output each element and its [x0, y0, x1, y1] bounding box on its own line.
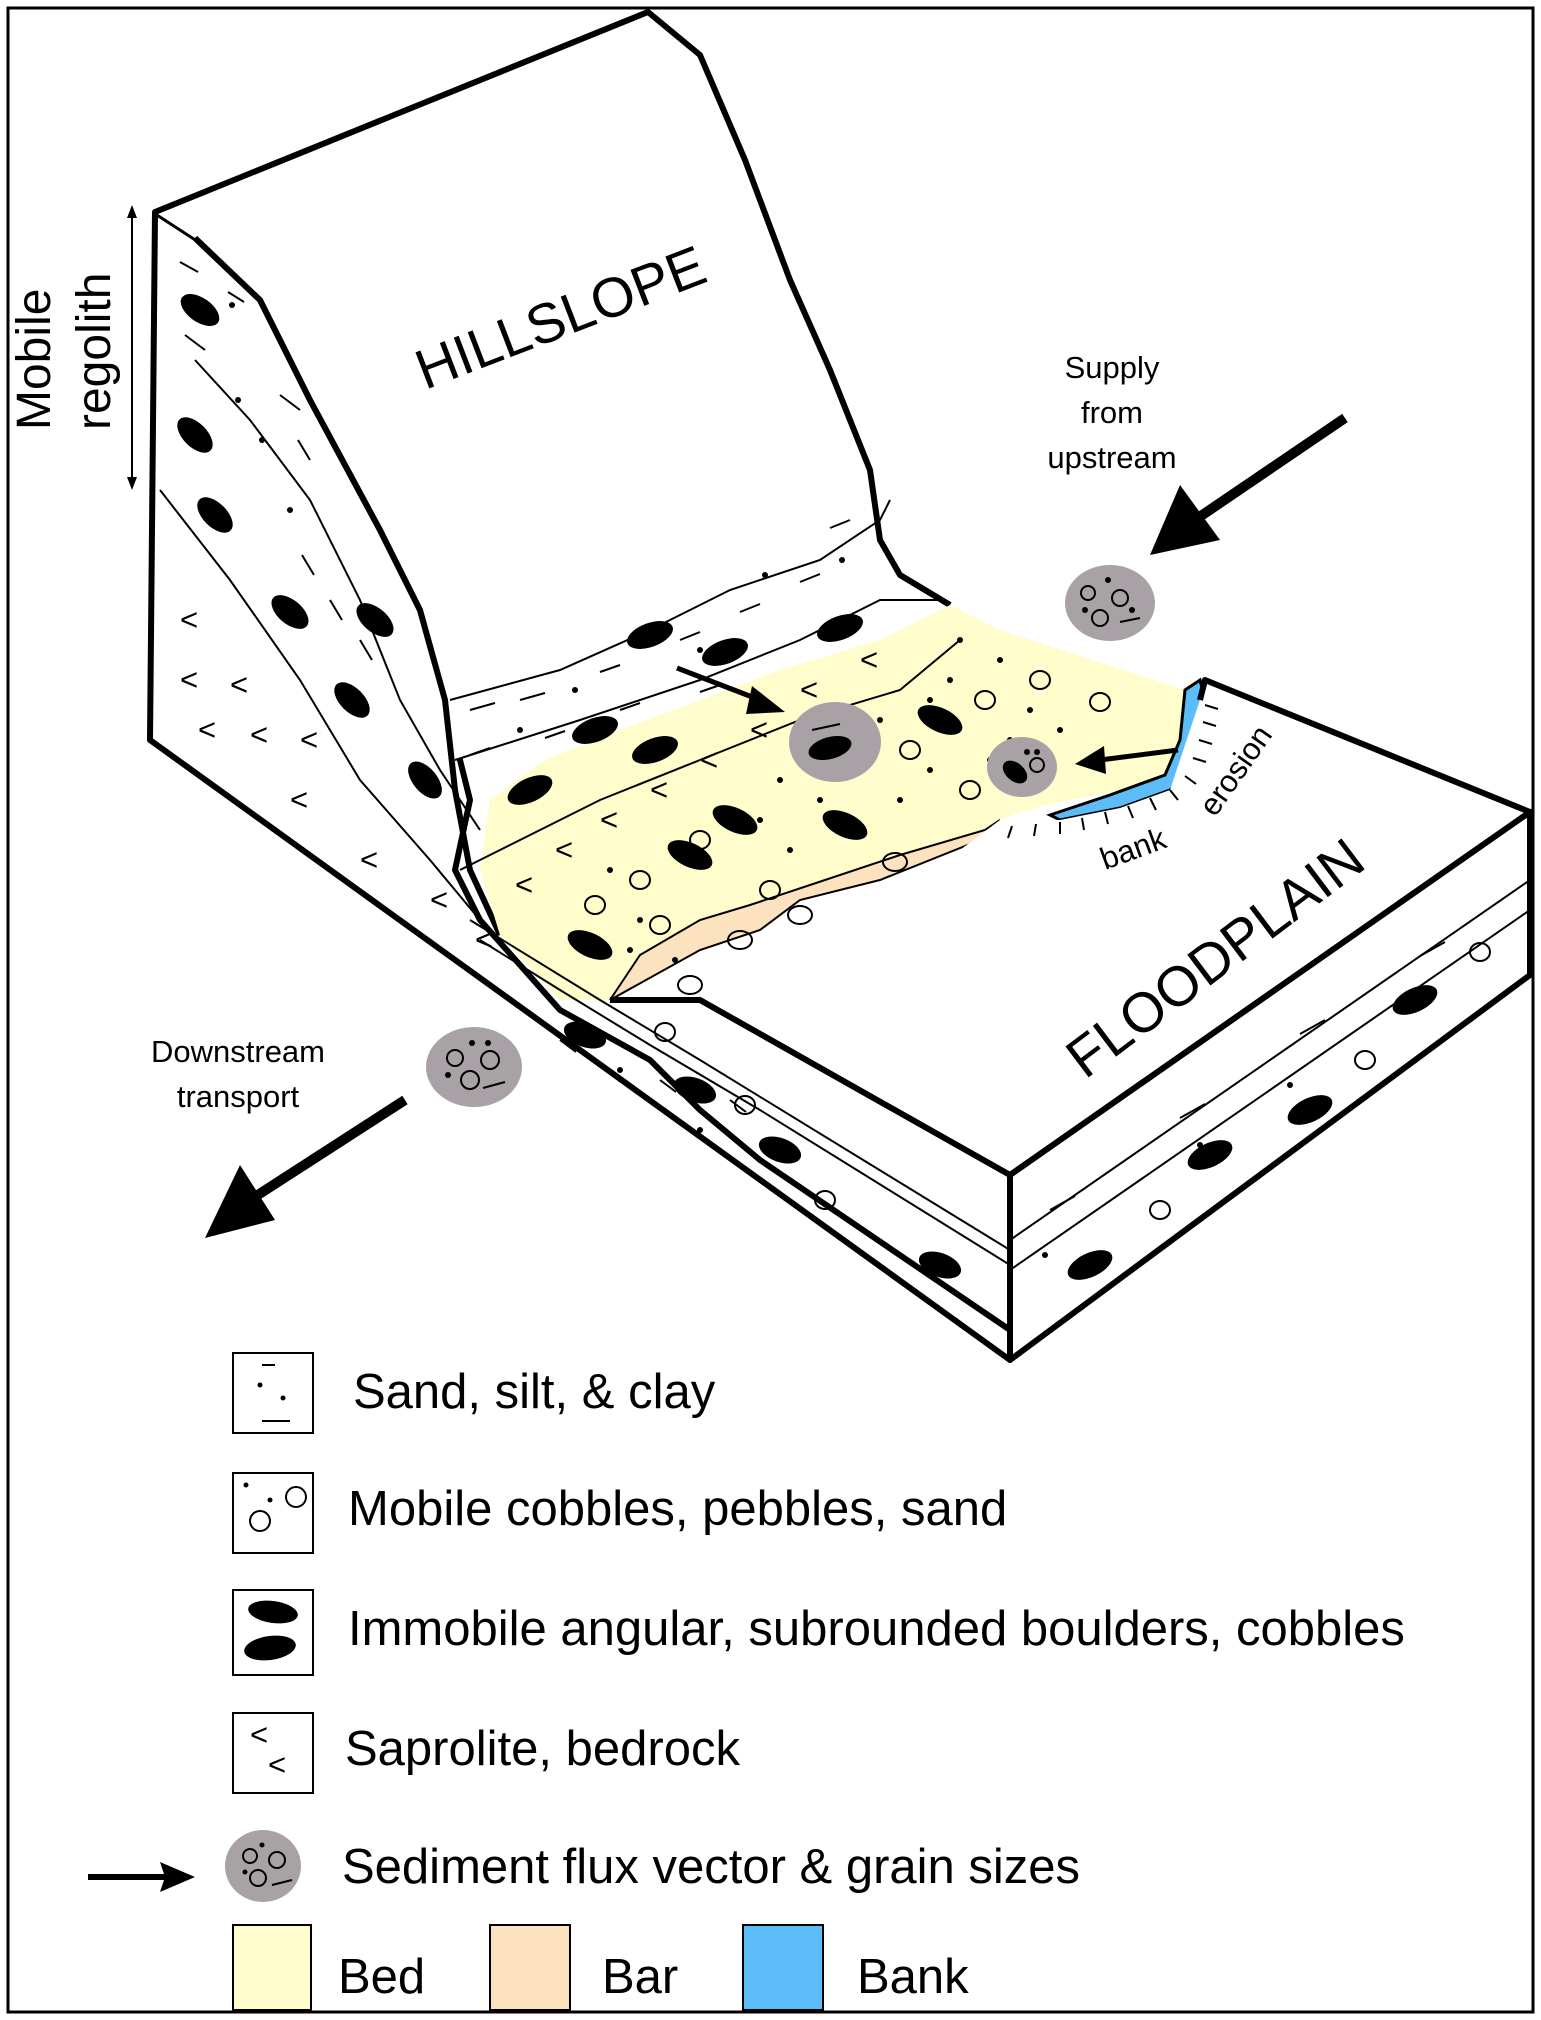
legend-label-bar: Bar	[602, 1950, 678, 2004]
svg-text:<: <	[800, 672, 818, 707]
legend-item-bed: Bed	[232, 1924, 425, 2011]
fine-sediment-dots	[229, 302, 1403, 1258]
hillslope-ridge-outline	[153, 9, 952, 608]
legend-item-bank: Bank	[742, 1924, 969, 2011]
fine-sediment-texture	[179, 261, 1446, 1211]
legend-swatch-sand-silt-clay	[232, 1352, 314, 1434]
svg-text:<: <	[180, 602, 198, 637]
legend-swatch-immobile-boulders	[232, 1589, 314, 1676]
svg-text:<: <	[475, 922, 493, 957]
grain-size-circle-hillslope	[789, 702, 881, 782]
label-supply: Supply	[1065, 350, 1160, 385]
legend-swatch-mobile-cobbles	[232, 1472, 314, 1554]
svg-text:<: <	[515, 867, 533, 902]
svg-text:<: <	[600, 802, 618, 837]
regolith-thickness-arrow	[127, 205, 137, 490]
label-downstream: Downstream	[151, 1034, 325, 1069]
legend-label-saprolite: Saprolite, bedrock	[345, 1722, 740, 1776]
legend-label-sand-silt-clay: Sand, silt, & clay	[353, 1365, 716, 1419]
legend-label-bed: Bed	[338, 1950, 425, 2004]
svg-text:<: <	[300, 722, 318, 757]
hillslope-layer-lines	[159, 359, 961, 921]
legend-grain-circle-icon	[225, 1830, 301, 1902]
svg-text:<: <	[700, 742, 718, 777]
floodplain-front-face	[1007, 809, 1533, 1363]
legend-label-bank: Bank	[857, 1950, 969, 2004]
svg-text:<: <	[750, 712, 768, 747]
legend-swatch-bank	[742, 1924, 824, 2011]
svg-text:<: <	[430, 882, 448, 917]
legend-label-mobile-cobbles: Mobile cobbles, pebbles, sand	[348, 1482, 1007, 1536]
label-mobile: Mobile	[8, 289, 61, 430]
bar-zone	[609, 819, 1001, 1001]
legend-item-bar: Bar	[489, 1924, 678, 2011]
figure-border	[6, 6, 1535, 2014]
svg-text:<: <	[198, 712, 216, 747]
flux-arrows	[205, 413, 1348, 1238]
svg-text:<: <	[555, 832, 573, 867]
legend-label-immobile-boulders: Immobile angular, subrounded boulders, c…	[348, 1602, 1405, 1656]
grain-size-circle-downstream	[426, 1027, 522, 1107]
label-regolith: regolith	[68, 273, 121, 430]
svg-text:<: <	[650, 772, 668, 807]
boulders	[177, 294, 1438, 1280]
grain-size-circle-upstream	[1065, 565, 1155, 641]
legend-swatch-saprolite	[232, 1712, 314, 1794]
svg-text:<: <	[360, 842, 378, 877]
label-upstream: upstream	[1047, 440, 1176, 475]
saprolite-marks: < < < < < < < < < < < < < < < < < <	[180, 602, 878, 957]
svg-text:<: <	[180, 662, 198, 697]
svg-text:<: <	[268, 1747, 286, 1782]
svg-text:<: <	[230, 667, 248, 702]
svg-text:<: <	[250, 1717, 268, 1752]
legend-swatch-bed	[232, 1924, 312, 2011]
floodplain-surface	[700, 680, 1530, 1175]
bank-hatching	[1007, 704, 1219, 839]
svg-text:<: <	[860, 642, 878, 677]
legend-label-flux-vector: Sediment flux vector & grain sizes	[342, 1840, 1080, 1894]
label-transport: transport	[177, 1079, 300, 1114]
label-from: from	[1081, 395, 1143, 430]
legend-item-flux-vector: Sediment flux vector & grain sizes	[88, 1830, 1080, 1902]
floodplain-layer-lines	[469, 879, 1531, 1271]
legend-item-mobile-cobbles: Mobile cobbles, pebbles, sand	[232, 1472, 1007, 1554]
grain-size-circle-bank	[987, 737, 1057, 797]
svg-text:<: <	[290, 782, 308, 817]
hillslope-inner-edge	[192, 235, 503, 937]
bed-zone	[480, 605, 1200, 1000]
legend: Sand, silt, & clay Mobile cobbles, pebbl…	[88, 1352, 1405, 2011]
legend-arrow-icon	[160, 1862, 195, 1892]
legend-swatch-bar	[489, 1924, 571, 2011]
legend-item-immobile-boulders: Immobile angular, subrounded boulders, c…	[232, 1589, 1405, 1676]
svg-text:<: <	[250, 717, 268, 752]
legend-item-sand-silt-clay: Sand, silt, & clay	[232, 1352, 716, 1434]
legend-item-saprolite: < < Saprolite, bedrock	[232, 1712, 740, 1794]
hillslope-surface	[155, 12, 1200, 760]
